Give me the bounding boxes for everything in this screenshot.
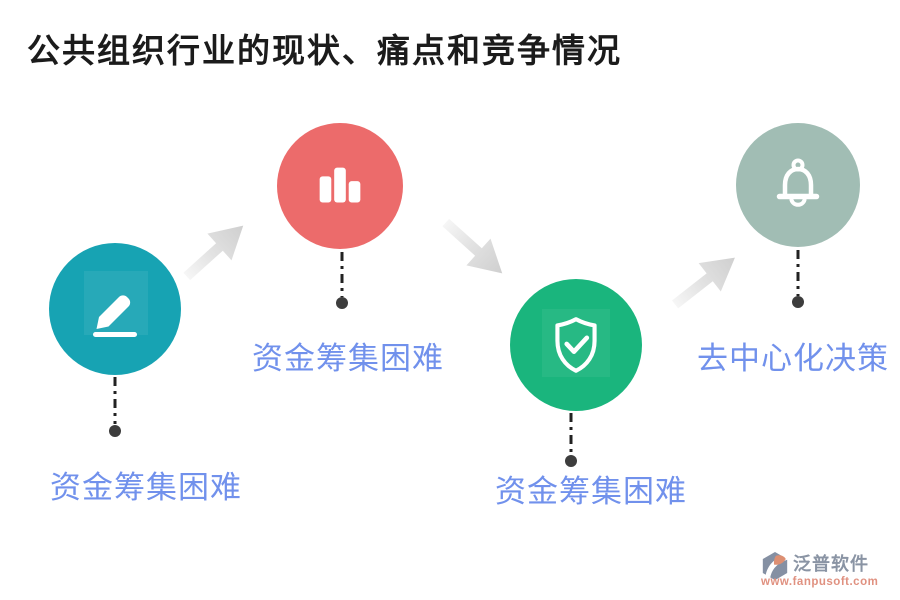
node-label-funding-3: 资金筹集困难: [495, 474, 687, 509]
fanpu-logo-icon: [762, 551, 789, 581]
node-circle-funding-3: [510, 279, 642, 411]
watermark-url: www.fanpusoft.com: [761, 576, 879, 588]
pencil-edit-icon: [93, 295, 137, 337]
flow-arrow-up-right-2: [671, 257, 735, 309]
node-label-funding-2: 资金筹集困难: [252, 341, 444, 376]
page-title: 公共组织行业的现状、痛点和竞争情况: [27, 34, 622, 70]
flow-arrow-down-right: [442, 218, 503, 274]
shield-check-icon: [555, 317, 597, 373]
watermark-brand: 泛普软件: [793, 554, 869, 574]
circle-shape: [736, 123, 860, 247]
node-label-funding-1: 资金筹集困难: [50, 470, 242, 505]
node-label-decentralized: 去中心化决策: [697, 341, 889, 376]
node-circle-decentralized: [736, 123, 860, 247]
connector-dot-1: [109, 425, 121, 437]
circle-shape: [510, 279, 642, 411]
bell-icon: [776, 158, 820, 207]
connector-dot-2: [336, 297, 348, 309]
connector-dot-4: [792, 296, 804, 308]
bar-chart-icon: [319, 167, 361, 203]
node-circle-funding-1: [49, 243, 181, 375]
flow-arrow-up-right-1: [183, 225, 244, 281]
node-circle-funding-2: [277, 123, 403, 249]
watermark: 泛普软件 www.fanpusoft.com: [758, 549, 894, 593]
